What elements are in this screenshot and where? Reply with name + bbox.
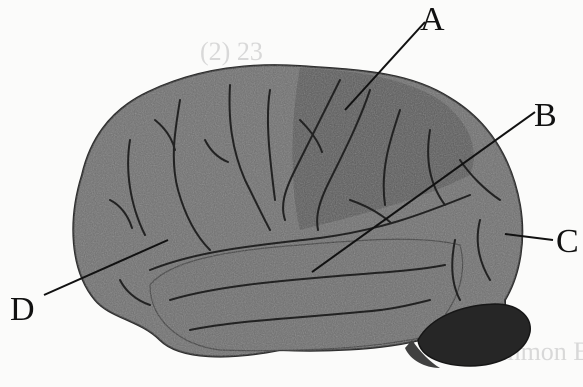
label-d: D [10,291,35,328]
label-b: B [534,97,557,134]
brain [60,55,540,368]
background-text-top: (2) 23 [200,37,263,66]
label-c: C [556,223,579,260]
label-a: A [420,1,445,38]
